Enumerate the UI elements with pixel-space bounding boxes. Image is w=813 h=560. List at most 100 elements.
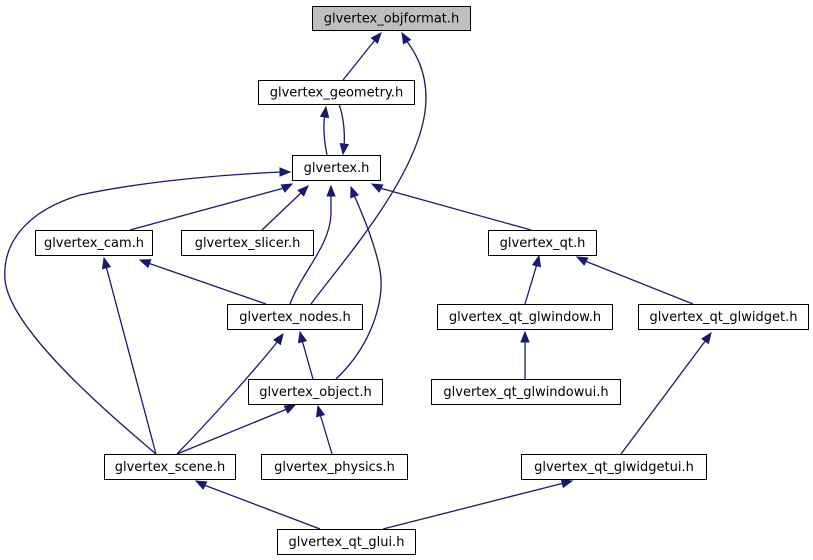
node-box: [261, 454, 408, 480]
arrow-head-icon: [194, 480, 208, 490]
edge-nodes-to-glvertex: [289, 184, 336, 305]
edge-line: [203, 484, 321, 530]
edge-qt_glwidget-to-qt: [575, 256, 694, 305]
node-nodes[interactable]: glvertex_nodes.h: [227, 304, 363, 330]
arrow-head-icon: [370, 183, 384, 193]
edge-line: [105, 265, 157, 455]
arrow-head-icon: [401, 31, 412, 45]
node-slicer[interactable]: glvertex_slicer.h: [181, 230, 314, 256]
node-box: [248, 379, 383, 405]
node-label: glvertex_cam.h: [44, 236, 144, 251]
arrow-head-icon: [283, 404, 297, 414]
edge-line: [335, 194, 382, 380]
node-qt[interactable]: glvertex_qt.h: [488, 230, 597, 256]
edge-line: [382, 482, 565, 530]
node-box: [431, 379, 621, 405]
edge-scene-to-glvertex: [4, 167, 292, 455]
edge-line: [584, 260, 694, 305]
edge-scene-to-nodes: [176, 332, 284, 455]
edge-qt-to-glvertex: [370, 183, 532, 231]
node-box: [227, 304, 363, 330]
edge-scene-to-object: [176, 404, 297, 455]
arrow-head-icon: [575, 256, 589, 266]
node-qt-glwidgetui[interactable]: glvertex_qt_glwidgetui.h: [521, 454, 707, 480]
edge-line: [301, 339, 314, 380]
arrow-head-icon: [520, 330, 530, 343]
edge-line: [289, 194, 332, 305]
node-qt-glwidget[interactable]: glvertex_qt_glwidget.h: [638, 304, 809, 330]
node-box: [521, 454, 707, 480]
node-box: [437, 304, 613, 330]
edge-line: [524, 263, 538, 305]
node-label: glvertex_qt_glui.h: [289, 535, 405, 550]
arrow-head-icon: [319, 105, 330, 119]
node-box: [312, 6, 471, 31]
arrow-head-icon: [560, 478, 574, 489]
arrow-head-icon: [339, 142, 350, 156]
edge-line: [323, 113, 328, 156]
edge-line: [176, 340, 279, 455]
arrow-head-icon: [315, 404, 326, 418]
node-label: glvertex_object.h: [259, 385, 371, 400]
edge-line: [310, 39, 427, 305]
edge-nodes-to-cam: [138, 259, 267, 305]
edge-object-to-glvertex: [335, 185, 382, 380]
arrow-head-icon: [326, 184, 336, 197]
edge-qt_glui-to-qt_glwidgetui: [382, 478, 574, 530]
edge-line: [319, 413, 333, 455]
node-label: glvertex_qt_glwindow.h: [449, 310, 601, 325]
node-label: glvertex_qt_glwindowui.h: [443, 385, 608, 400]
arrow-head-icon: [370, 31, 382, 45]
node-label: glvertex_nodes.h: [239, 310, 351, 325]
arrow-head-icon: [531, 254, 542, 268]
arrow-head-icon: [101, 256, 112, 270]
node-box: [35, 230, 153, 256]
edge-geometry-to-objformat: [342, 31, 382, 81]
node-label: glvertex_scene.h: [115, 460, 226, 475]
node-label: glvertex.h: [304, 161, 370, 176]
node-scene[interactable]: glvertex_scene.h: [104, 454, 236, 480]
arrow-head-icon: [280, 183, 294, 193]
edge-qt_glwidgetui-to-qt_glwidget: [620, 331, 712, 455]
node-box: [258, 80, 415, 105]
edge-line: [338, 103, 345, 147]
edge-physics-to-object: [315, 404, 333, 455]
node-qt-glwindow[interactable]: glvertex_qt_glwindow.h: [437, 304, 613, 330]
edge-line: [176, 408, 288, 455]
node-label: glvertex_qt_glwidgetui.h: [534, 460, 694, 475]
arrow-head-icon: [273, 332, 284, 346]
arrow-head-icon: [279, 167, 292, 177]
node-box: [104, 454, 236, 480]
edge-geometry-to-glvertex: [338, 103, 350, 156]
node-box: [181, 230, 314, 256]
node-box: [292, 155, 381, 181]
node-label: glvertex_physics.h: [274, 460, 395, 475]
node-geometry[interactable]: glvertex_geometry.h: [258, 80, 415, 105]
node-box: [277, 529, 416, 555]
edge-line: [379, 187, 532, 231]
arrow-head-icon: [138, 259, 152, 269]
node-cam[interactable]: glvertex_cam.h: [35, 230, 153, 256]
node-glvertex[interactable]: glvertex.h: [292, 155, 381, 181]
node-objformat: glvertex_objformat.h: [312, 6, 471, 31]
edge-line: [147, 262, 267, 305]
edge-line: [620, 339, 707, 455]
node-label: glvertex_objformat.h: [324, 12, 460, 27]
node-qt-glui[interactable]: glvertex_qt_glui.h: [277, 529, 416, 555]
edge-glvertex-to-geometry: [319, 105, 330, 156]
node-box: [488, 230, 597, 256]
edge-slicer-to-glvertex: [261, 185, 309, 231]
arrow-head-icon: [297, 185, 309, 197]
node-physics[interactable]: glvertex_physics.h: [261, 454, 408, 480]
node-label: glvertex_geometry.h: [270, 86, 403, 101]
arrow-head-icon: [701, 331, 712, 345]
node-qt-glwindowui[interactable]: glvertex_qt_glwindowui.h: [431, 379, 621, 405]
edge-cam-to-glvertex: [129, 183, 294, 231]
edge-qt_glwindowui-to-qt_glwindow: [520, 330, 530, 379]
node-box: [638, 304, 809, 330]
edge-nodes-to-objformat: [310, 31, 427, 305]
edge-line: [129, 187, 285, 231]
node-object[interactable]: glvertex_object.h: [248, 379, 383, 405]
edge-object-to-nodes: [297, 330, 314, 380]
